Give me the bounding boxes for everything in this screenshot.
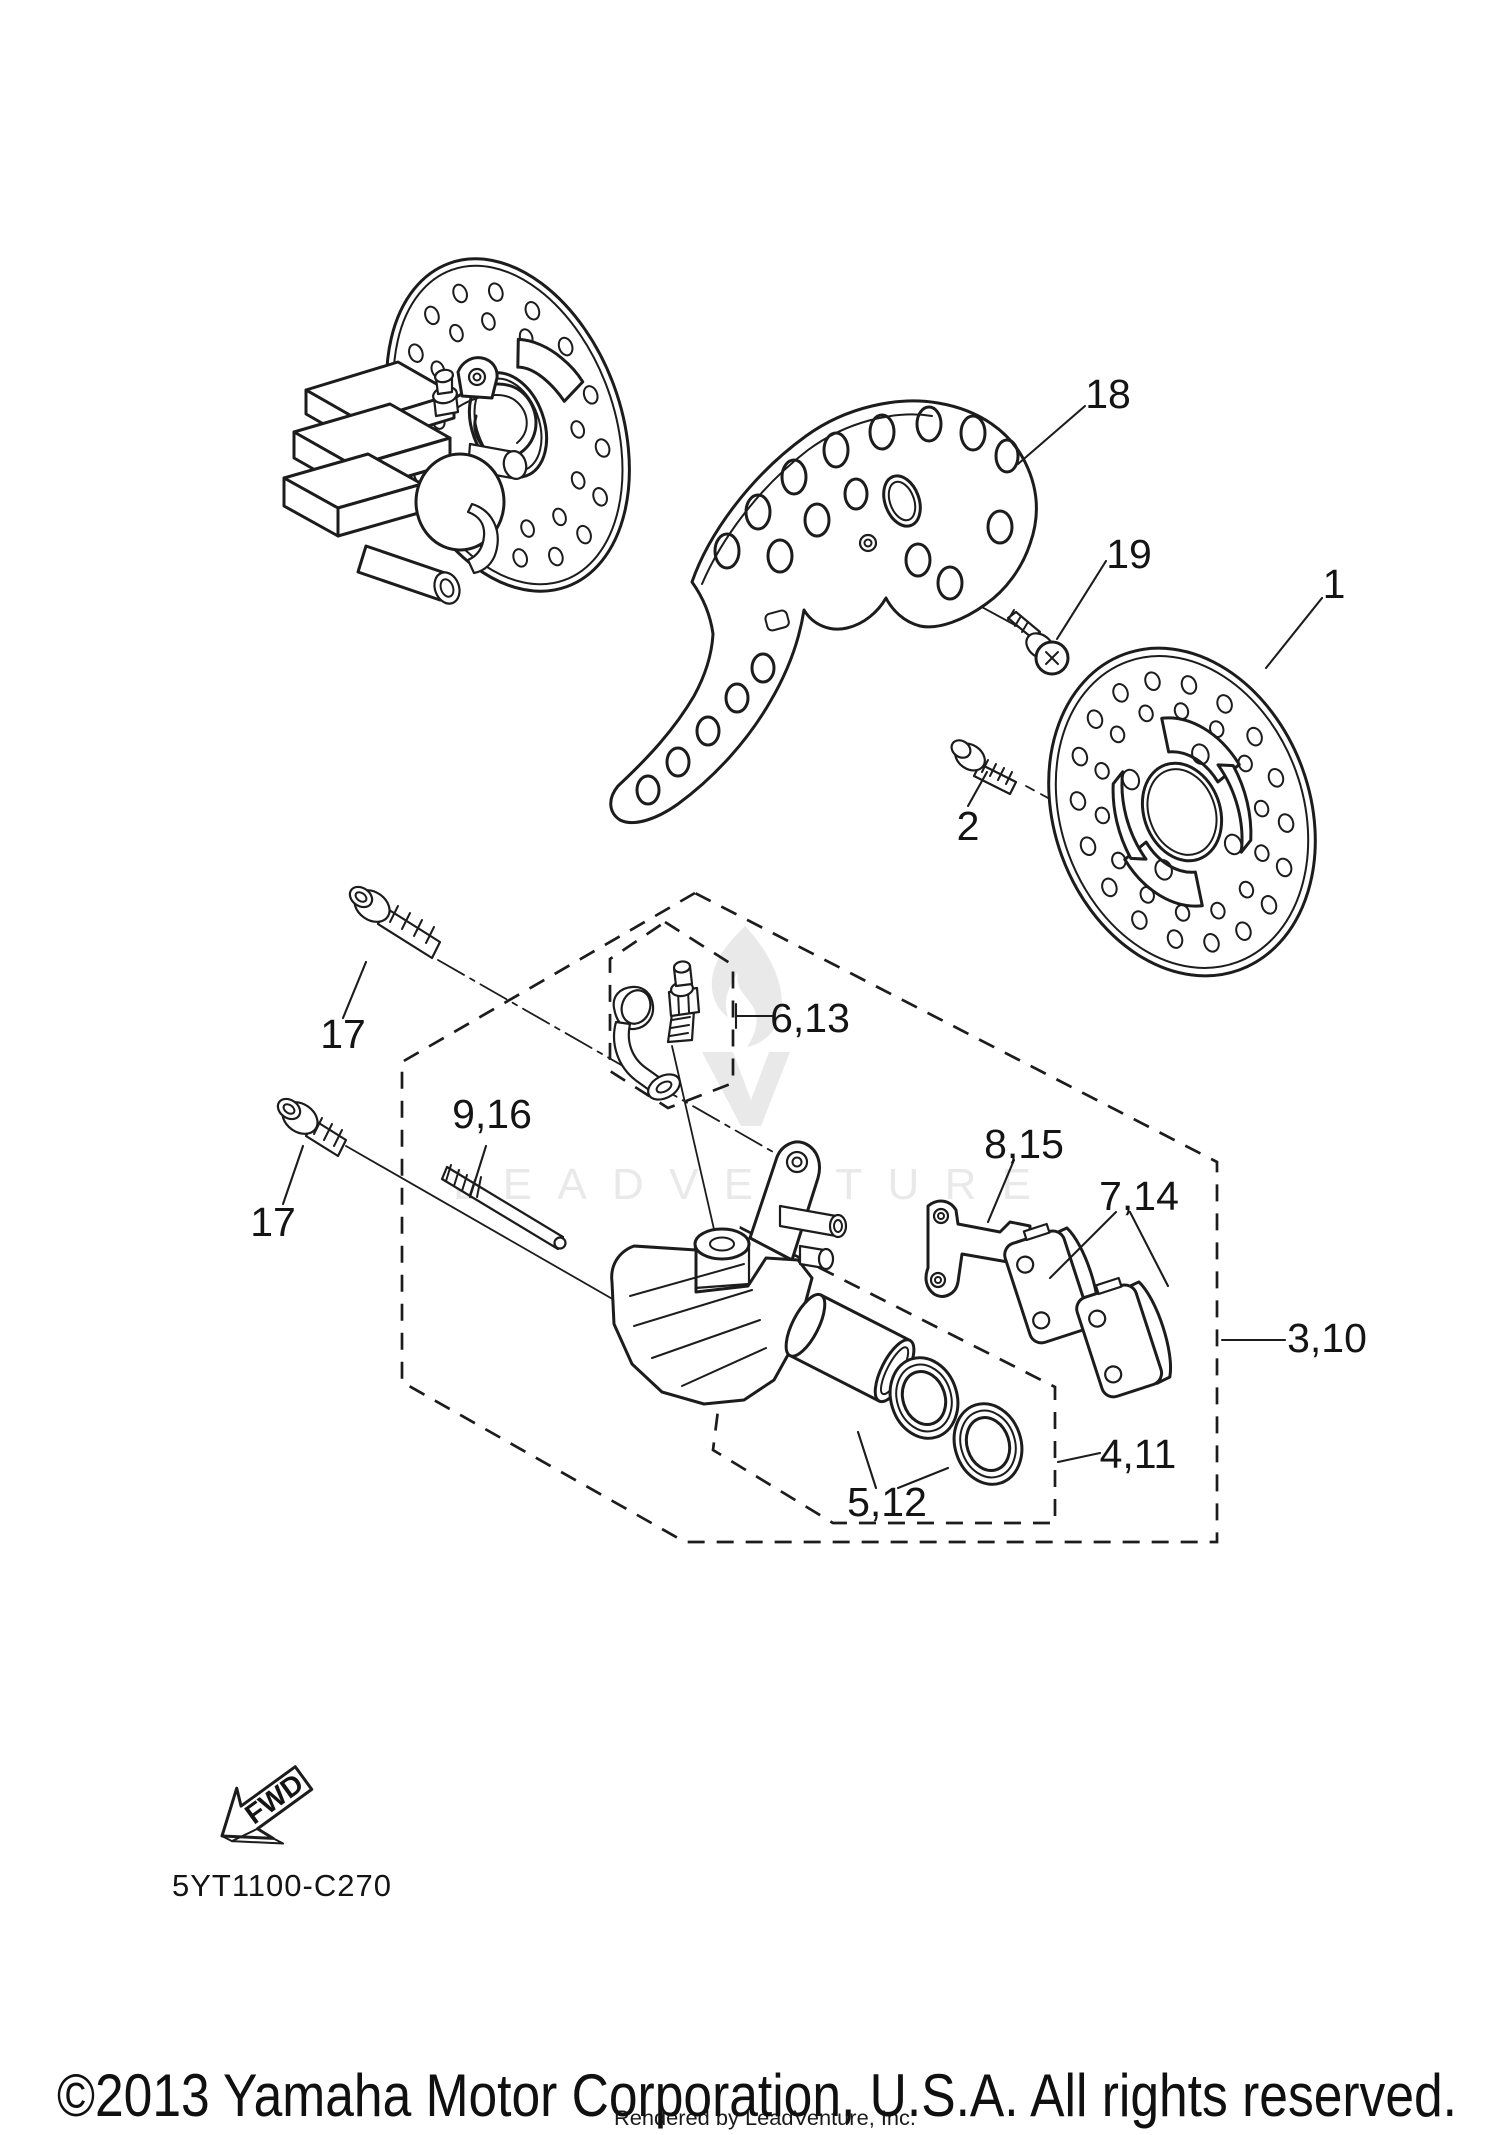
piston-seal-2 [952,1402,1024,1486]
brake-pad-2 [1075,1276,1173,1399]
piston-seal-group-box [711,1225,1057,1525]
disc-guard-illustration [609,399,1038,825]
rendered-by-text: Rendered by LeadVenture, Inc. [614,2107,916,2130]
caliper-bolt-upper [348,885,442,960]
banjo-bolt [432,368,460,418]
callout-7-14: 7,14 [1099,1173,1179,1219]
boss-hook-detail [466,502,499,575]
brake-hose-inner [453,394,528,444]
disc-center-bore [1140,761,1224,863]
caliper-assembly-group-box [400,891,1219,1544]
lower-tube [356,544,461,605]
callout-4-11: 4,11 [1100,1431,1177,1477]
guard-screw-hole [858,533,878,553]
fwd-arrow-icon: FWD [220,1765,314,1845]
brake-disc-illustration [1047,646,1317,978]
disc-wedge-slot [516,337,585,403]
callout-5-12: 5,12 [847,1479,927,1525]
callout-17-lower: 17 [250,1199,296,1245]
callout-1: 1 [1323,561,1346,607]
bleeder-group-box [608,920,735,1110]
callout-19: 19 [1106,531,1152,577]
callout-3-10: 3,10 [1287,1315,1367,1361]
bleeder-screw-illustration [666,960,701,1044]
pad-bracket-illustration [924,1199,1042,1298]
diagram-part-code: 5YT1100-C270 [172,1868,392,1903]
caliper-upper-ear [748,1140,821,1262]
callout-17-upper: 17 [320,1011,366,1057]
disc-kidney-slot-right [1216,763,1253,854]
leadventure-watermark: LEADVENTURE [453,926,1031,1209]
disc-kidney-slot-left [1111,770,1148,861]
assembled-brake-illustration [282,257,631,605]
callout-2: 2 [957,803,980,849]
callout-leader-lines [281,404,1324,1490]
guard-screw-illustration [1006,609,1070,676]
callout-9-16: 9,16 [452,1091,532,1137]
callout-18: 18 [1085,371,1131,417]
caliper-pin-sleeve [778,1204,848,1239]
caliper-boss [693,1227,751,1290]
caliper-main-body [610,1244,814,1406]
disc-guard-outline [609,399,1038,825]
caliper-body-illustration [610,1140,848,1406]
copyright-text: ©2013 Yamaha Motor Corporation, U.S.A. A… [57,2062,1457,2129]
callout-8-15: 8,15 [984,1121,1064,1167]
caliper-bolt-lower [276,1097,348,1158]
bleeder-cap-illustration [612,985,681,1101]
guard-holes [635,405,1020,806]
caliper-cap-detail [798,1244,835,1271]
disc-bolt-illustration [950,739,1018,796]
bleeder-axis-line [671,1045,717,1239]
guard-hub-hole [882,474,922,528]
watermark-v-icon [702,1052,790,1126]
piston-seal-1 [888,1356,960,1440]
disc-hole-ring-outer [1069,671,1295,953]
callout-6-13: 6,13 [770,995,850,1041]
